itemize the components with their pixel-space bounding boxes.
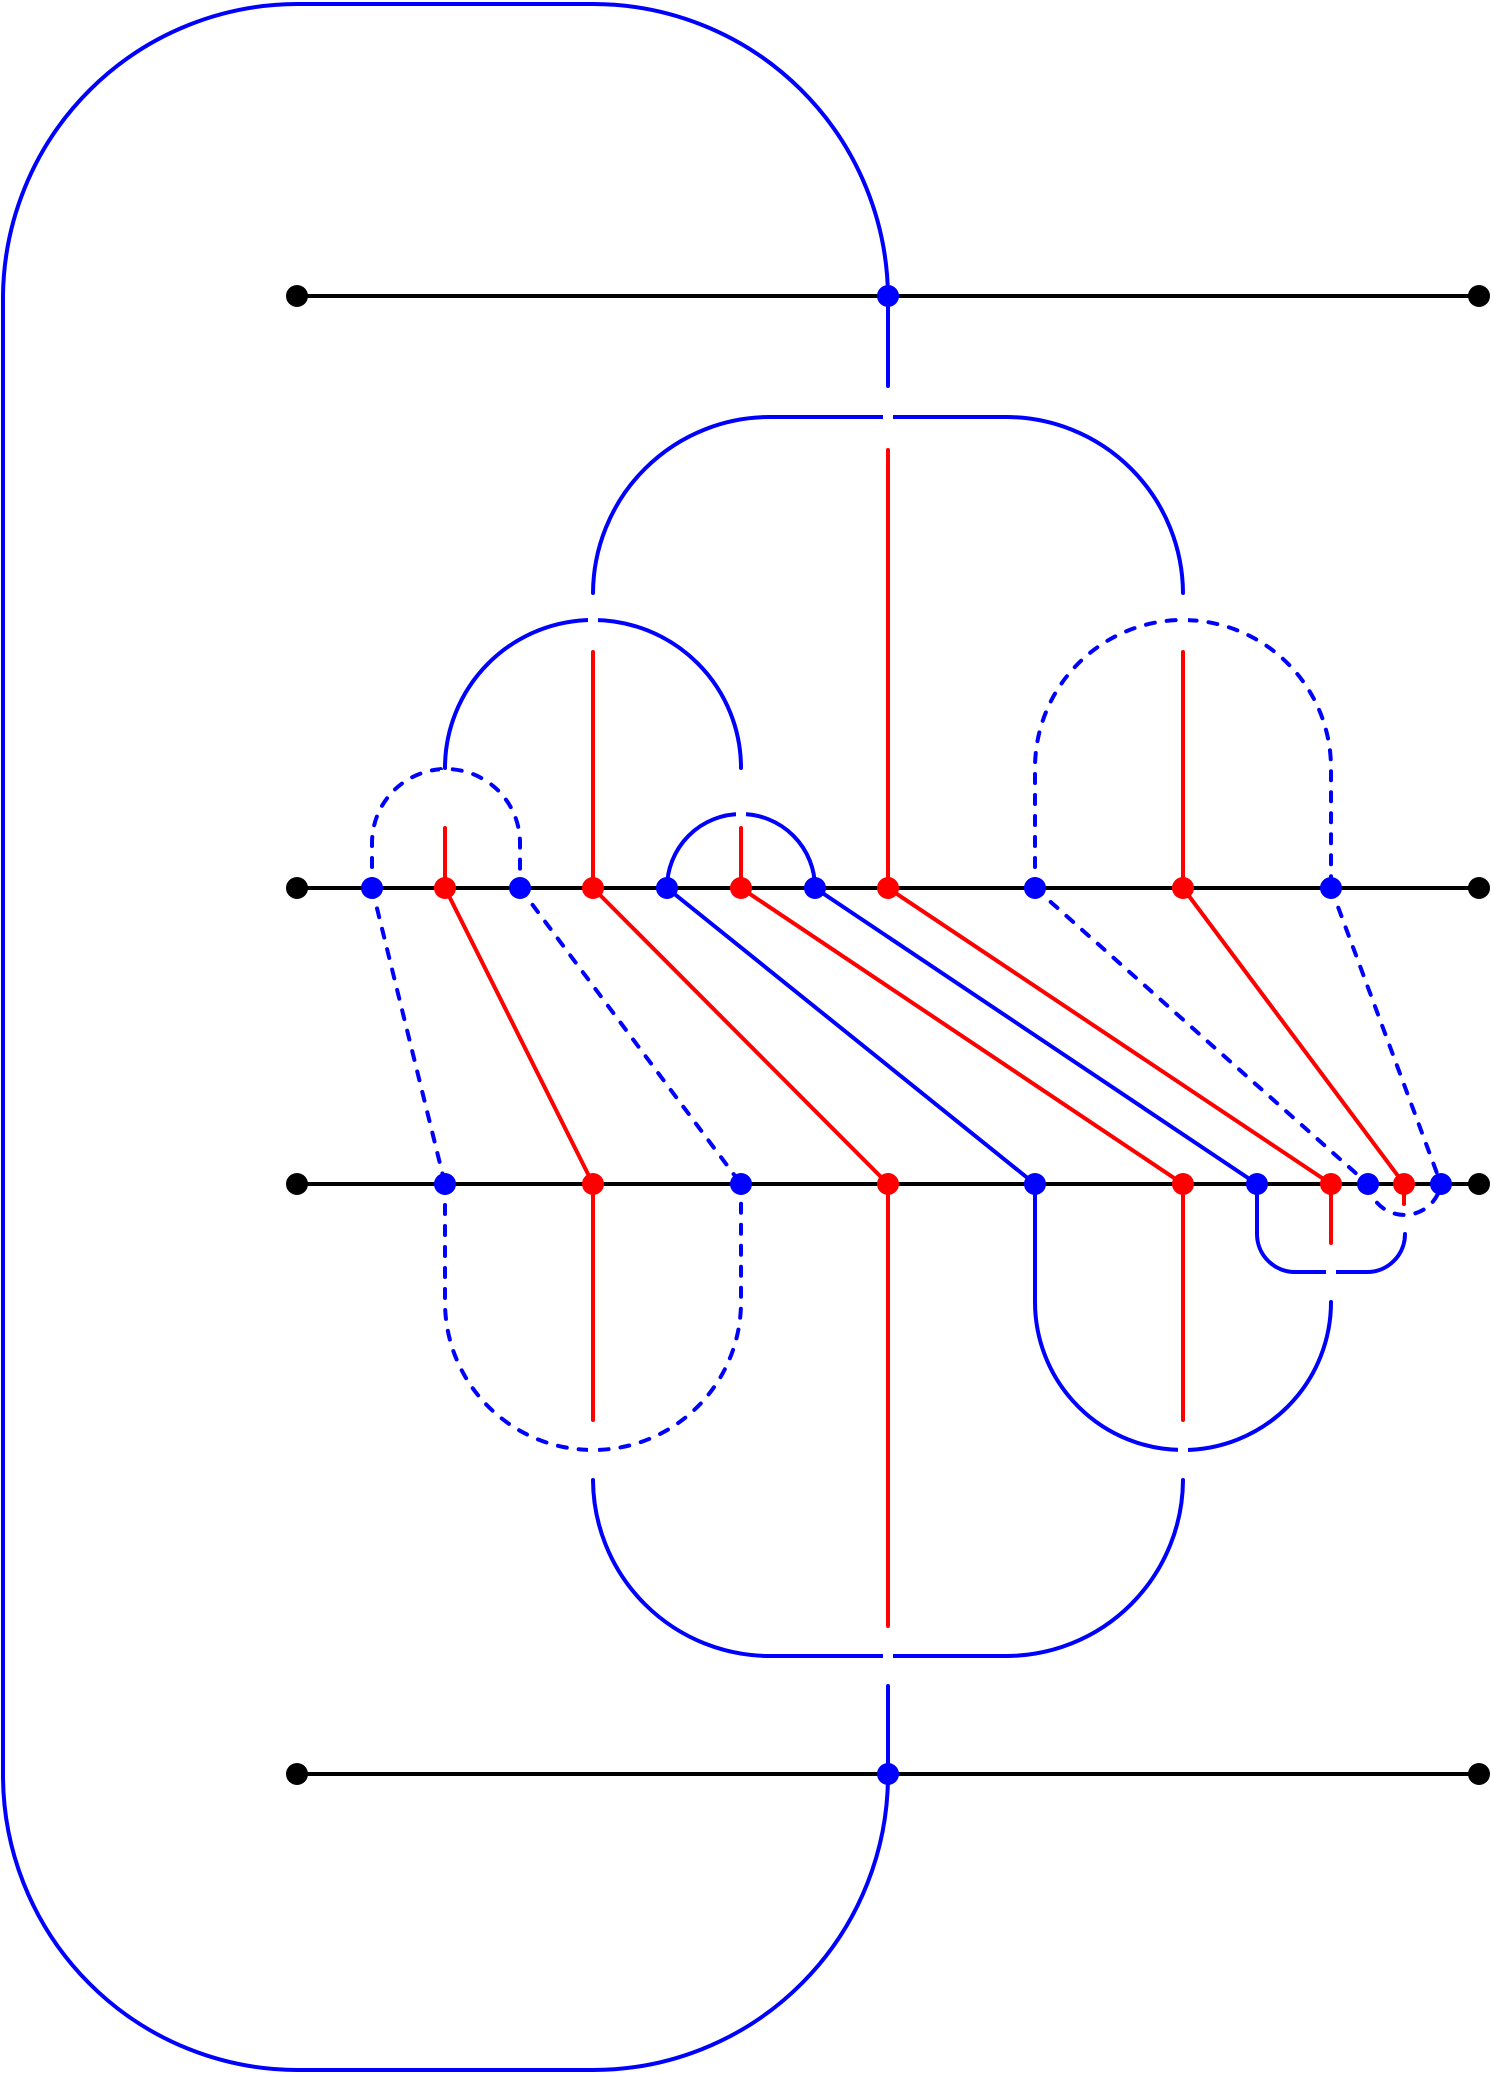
blue-node bbox=[1320, 877, 1342, 899]
endpoint bbox=[286, 285, 308, 307]
endpoint bbox=[286, 877, 308, 899]
blue-node bbox=[656, 877, 678, 899]
red-node bbox=[1172, 1173, 1194, 1195]
endpoint bbox=[286, 1763, 308, 1785]
red-diag-3 bbox=[739, 886, 1185, 1186]
blue-node bbox=[509, 877, 531, 899]
endpoint bbox=[1468, 877, 1490, 899]
blue-nodes bbox=[361, 285, 1452, 1785]
blue-node bbox=[1430, 1173, 1452, 1195]
red-node bbox=[730, 877, 752, 899]
red-strands bbox=[443, 448, 1406, 1628]
blue-dashed-diag-2 bbox=[518, 886, 743, 1186]
red-node bbox=[1320, 1173, 1342, 1195]
blue-outer-loop bbox=[0, 2, 891, 2072]
endpoint bbox=[286, 1173, 308, 1195]
blue-dashed-diag-3 bbox=[1033, 886, 1370, 1186]
red-node bbox=[582, 1173, 604, 1195]
red-node bbox=[582, 877, 604, 899]
blue-node bbox=[804, 877, 826, 899]
blue-node bbox=[877, 285, 899, 307]
endpoints bbox=[286, 285, 1490, 1785]
blue-small-right-loop bbox=[1255, 1182, 1407, 1274]
red-node bbox=[877, 877, 899, 899]
endpoint bbox=[1468, 285, 1490, 307]
red-nodes bbox=[434, 877, 1415, 1195]
red-diag-2 bbox=[591, 886, 890, 1186]
blue-dashed-curves bbox=[370, 618, 1443, 1452]
blue-diag-2 bbox=[813, 886, 1259, 1186]
blue-dashed-diag-4 bbox=[1329, 886, 1443, 1186]
blue-curves bbox=[0, 2, 1407, 2072]
blue-node bbox=[1024, 1173, 1046, 1195]
red-node bbox=[434, 877, 456, 899]
blue-node bbox=[877, 1763, 899, 1785]
blue-node bbox=[1357, 1173, 1379, 1195]
blue-node bbox=[1024, 877, 1046, 899]
red-node bbox=[1172, 877, 1194, 899]
blue-node bbox=[730, 1173, 752, 1195]
blue-node bbox=[361, 877, 383, 899]
endpoint bbox=[1468, 1173, 1490, 1195]
blue-dashed-diag-1 bbox=[370, 886, 447, 1186]
blue-right-lower-loop bbox=[1033, 1182, 1333, 1452]
red-diag-5 bbox=[1181, 886, 1406, 1186]
crossing-gaps bbox=[440, 388, 1336, 1684]
blue-diag-1 bbox=[665, 886, 1037, 1186]
red-node bbox=[877, 1173, 899, 1195]
red-diag-1 bbox=[443, 886, 595, 1186]
red-diag-4 bbox=[886, 886, 1333, 1186]
blue-node bbox=[1246, 1173, 1268, 1195]
endpoint bbox=[1468, 1763, 1490, 1785]
blue-node bbox=[434, 1173, 456, 1195]
red-node bbox=[1393, 1173, 1415, 1195]
blue-dashed-small-right bbox=[1366, 1182, 1443, 1217]
